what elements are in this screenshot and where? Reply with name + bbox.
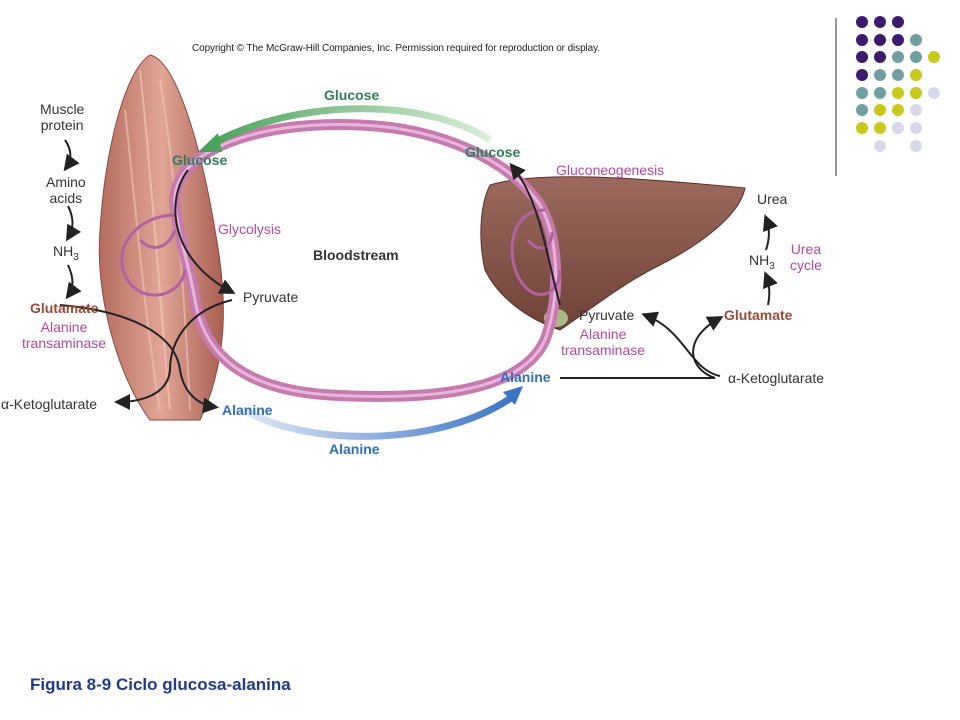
glutamate-liver-label: Glutamate [724,307,793,323]
alanine-muscle-label: Alanine [222,402,273,418]
urea-label: Urea [757,191,788,207]
alanine-bottom-label: Alanine [329,441,380,457]
bloodstream-label: Bloodstream [313,247,399,263]
glutamate-muscle-label: Glutamate [30,300,99,316]
nh3-muscle-label: NH3 [53,243,79,263]
muscle-illustration [98,54,224,421]
nh3-liver-label: NH3 [749,252,775,272]
ketoglutarate-muscle-label: α-Ketoglutarate [1,396,98,412]
glucose-top-label: Glucose [324,87,380,103]
pyruvate-liver-label: Pyruvate [579,307,635,323]
glycolysis-label: Glycolysis [218,221,282,237]
ketoglutarate-liver-label: α-Ketoglutarate [728,370,825,386]
figure-caption: Figura 8-9 Ciclo glucosa-alanina [30,675,291,694]
pyruvate-muscle-label: Pyruvate [243,289,299,305]
glucose-liver-label: Glucose [465,144,521,160]
glucose-muscle-label: Glucose [172,152,228,168]
copyright-notice: Copyright © The McGraw-Hill Companies, I… [192,43,600,54]
gluconeogenesis-label: Gluconeogenesis [556,162,665,178]
alanine-liver-label: Alanine [500,369,551,385]
